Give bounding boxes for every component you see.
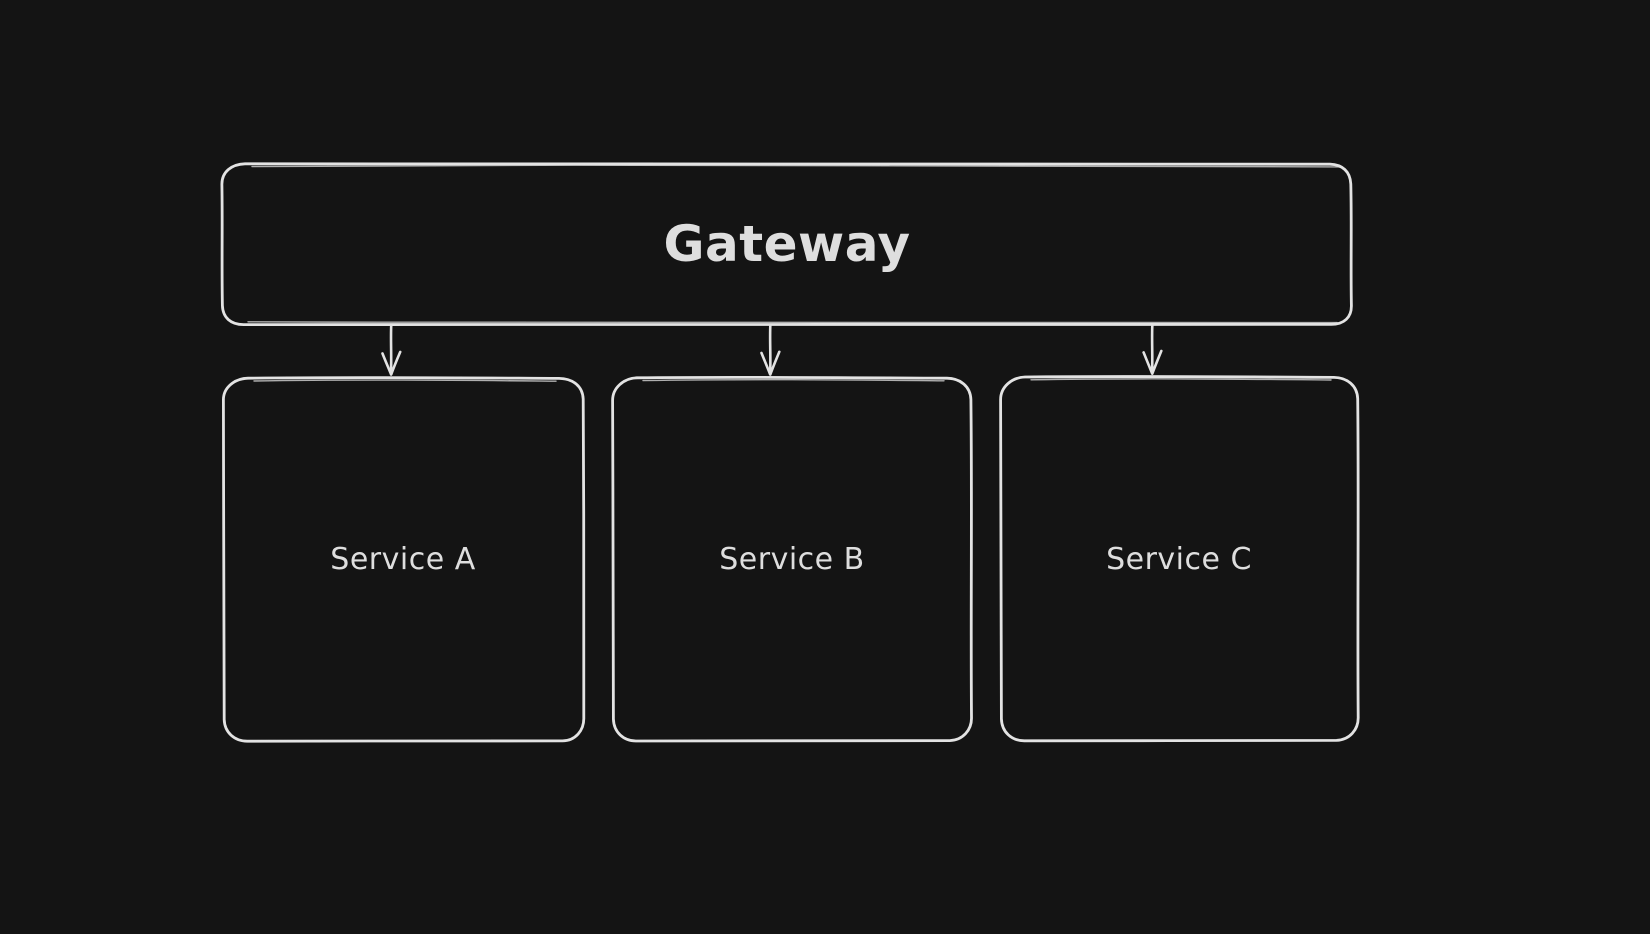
gateway-label: Gateway: [663, 214, 911, 273]
arrow-gateway-to-service-c: [1142, 324, 1163, 375]
gateway-box: [220, 161, 1353, 327]
service-c-box: [999, 375, 1360, 743]
service-a-box: [221, 376, 586, 743]
service-b-box: [611, 375, 973, 743]
service-a-label: Service A: [330, 542, 476, 577]
service-c-label: Service C: [1106, 541, 1252, 577]
arrow-gateway-to-service-b: [760, 324, 781, 376]
service-b-label: Service B: [719, 542, 865, 577]
arrow-gateway-to-service-a: [381, 324, 402, 376]
